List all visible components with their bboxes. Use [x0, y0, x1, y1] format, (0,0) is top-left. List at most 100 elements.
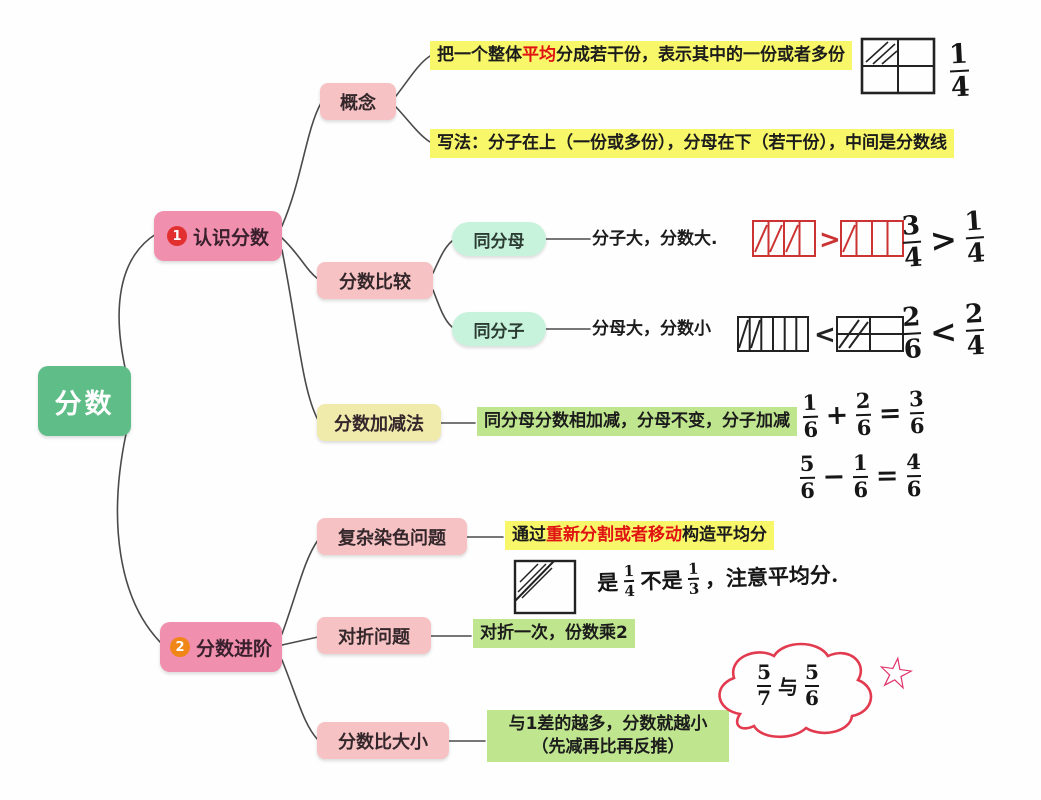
cmp2-left-den: 6	[903, 332, 923, 366]
eq1-b-den: 6	[856, 413, 872, 440]
branch-know-fractions-label: 认识分数	[192, 226, 269, 249]
node-same-numerator: 同分子	[452, 312, 546, 346]
cmp2-operator: <	[929, 312, 958, 352]
fold-note-frac1-num: 1	[623, 561, 635, 581]
eq2-a-num: 5	[799, 450, 815, 477]
node-same-numerator-label: 同分子	[473, 321, 525, 342]
badge-1: 1	[166, 226, 187, 246]
branch-advanced-fractions: 2 分数进阶	[160, 622, 282, 672]
quarter-num: 1	[948, 38, 969, 71]
eq1-c-den: 6	[909, 411, 925, 439]
concept-note-post: 分成若干份，表示其中的一份或者多份	[556, 45, 845, 65]
cmp1-operator: >	[928, 220, 959, 260]
concept-note-red: 平均	[522, 45, 556, 65]
cmp1-right-num: 1	[963, 206, 984, 238]
node-fraction-compare: 分数比较	[317, 262, 433, 299]
addsub-rule-text: 同分母分数相加减，分母不变，分子加减	[484, 411, 790, 431]
cloud-mid-text: 与	[778, 675, 798, 700]
node-coloring-problem: 复杂染色问题	[317, 518, 467, 555]
coloring-note-red: 重新分割或者移动	[546, 525, 682, 545]
eq2-minus-sign: −	[822, 461, 846, 493]
fold-note-post: ，注意平均分.	[704, 561, 839, 592]
node-coloring-problem-label: 复杂染色问题	[338, 527, 446, 549]
fold-note-pre: 是	[596, 569, 619, 596]
node-folding-problem: 对折问题	[317, 617, 431, 654]
root-node-fractions: 分数	[38, 366, 131, 436]
cmp1-left-num: 3	[900, 210, 922, 242]
node-fraction-addsub-label: 分数加减法	[334, 413, 424, 435]
branch-advanced-fractions-label: 分数进阶	[195, 637, 272, 660]
red-bars-comparison-drawing: >	[752, 220, 904, 257]
folding-rule-note: 对折一次，份数乘2	[473, 619, 635, 648]
node-compare-size: 分数比大小	[317, 722, 449, 759]
concept-note-pre: 把一个整体	[437, 45, 522, 65]
badge-2: 2	[169, 637, 190, 657]
folding-rule-text: 对折一次，份数乘2	[480, 623, 628, 643]
eq2-equals-sign: =	[875, 460, 899, 492]
coloring-note-post: 构造平均分	[682, 525, 767, 545]
svg-text:<: <	[814, 320, 836, 350]
eq2-b-num: 1	[852, 449, 868, 476]
coloring-note-pre: 通过	[512, 525, 546, 545]
cloud-drawing	[718, 642, 873, 739]
node-compare-size-label: 分数比大小	[338, 731, 428, 753]
eq1-a-num: 1	[802, 389, 818, 416]
eq2-c-den: 6	[906, 474, 922, 501]
concept-writing-text: 写法：分子在上（一份或多份），分母在下（若干份），中间是分数线	[437, 133, 947, 153]
branch-know-fractions: 1 认识分数	[154, 211, 282, 261]
fold-note-frac2-den: 3	[688, 577, 700, 599]
root-label: 分数	[54, 388, 115, 420]
compare-size-rule-line2: （先减再比再反推）	[531, 736, 685, 757]
cmp2-left-num: 2	[901, 302, 922, 334]
eq1-equals-sign: =	[878, 397, 903, 430]
eq1-a-den: 6	[803, 415, 819, 442]
quarter-grid-drawing	[860, 37, 936, 95]
node-concept: 概念	[320, 83, 396, 120]
concept-definition-note: 把一个整体平均分成若干份，表示其中的一份或者多份	[430, 41, 852, 70]
same-numerator-rule: 分母大，分数小	[592, 318, 711, 341]
node-concept-label: 概念	[340, 92, 376, 114]
addsub-rule-note: 同分母分数相加减，分母不变，分子加减	[477, 407, 797, 436]
compare-size-rule-line1: 与1差的越多，分数就越小	[508, 714, 708, 734]
concept-writing-note: 写法：分子在上（一份或多份），分母在下（若干份），中间是分数线	[430, 129, 954, 158]
same-numerator-rule-text: 分母大，分数小	[592, 319, 711, 339]
cmp2-right-num: 2	[964, 298, 984, 330]
fold-note-frac1-den: 4	[624, 580, 636, 601]
cloud-right-den: 6	[805, 684, 819, 710]
node-fraction-compare-label: 分数比较	[339, 271, 411, 293]
star-icon: ☆	[872, 645, 919, 702]
svg-text:>: >	[819, 225, 841, 255]
eq1-b-num: 2	[855, 387, 871, 414]
same-denominator-rule-text: 分子大，分数大.	[592, 229, 718, 249]
cloud-left-num: 5	[757, 660, 771, 684]
cmp1-left-den: 4	[903, 240, 924, 274]
node-folding-problem-label: 对折问题	[338, 626, 410, 648]
compare-size-rule-note: 与1差的越多，分数就越小 （先减再比再反推）	[487, 710, 729, 762]
node-fraction-addsub: 分数加减法	[317, 404, 441, 441]
eq2-c-num: 4	[906, 448, 922, 475]
fold-note-mid: 不是	[640, 567, 683, 594]
node-same-denominator: 同分母	[452, 222, 546, 256]
coloring-rule-note: 通过重新分割或者移动构造平均分	[505, 521, 774, 550]
fold-note-frac2-num: 1	[687, 559, 699, 579]
cloud-left-den: 7	[757, 684, 771, 710]
quarter-den: 4	[949, 69, 971, 104]
eq2-b-den: 6	[853, 475, 869, 502]
black-bars-comparison-drawing: <	[737, 316, 904, 352]
cloud-right-num: 5	[805, 660, 819, 684]
cmp1-right-den: 4	[965, 236, 987, 270]
eq1-c-num: 3	[908, 385, 925, 412]
node-same-denominator-label: 同分母	[473, 231, 525, 252]
same-denominator-rule: 分子大，分数大.	[592, 228, 717, 251]
folded-square-drawing	[513, 559, 577, 615]
cmp2-right-den: 4	[965, 328, 986, 362]
eq1-plus-sign: +	[825, 399, 849, 432]
eq2-a-den: 6	[799, 476, 816, 503]
